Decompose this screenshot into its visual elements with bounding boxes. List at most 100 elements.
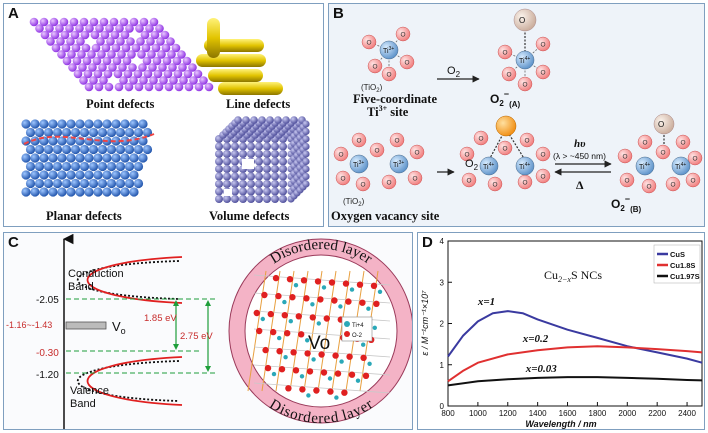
purple-atom bbox=[102, 56, 112, 66]
purple-atom bbox=[106, 37, 115, 46]
blue-atom bbox=[30, 153, 40, 163]
purple-atom bbox=[142, 56, 152, 66]
slate-atom bbox=[255, 157, 263, 166]
purple-atom bbox=[88, 63, 97, 72]
gold-rod bbox=[196, 54, 266, 67]
titanium-atom bbox=[361, 342, 366, 347]
titanium-atom bbox=[299, 374, 305, 379]
oxygen-atom-label: O bbox=[414, 150, 419, 157]
oxygen-atom bbox=[409, 144, 425, 160]
oxygen-atom bbox=[270, 328, 277, 336]
panel-d-label: D bbox=[422, 234, 433, 251]
slate-atom bbox=[239, 187, 247, 196]
lambda-label: (λ > ~450 nm) bbox=[553, 151, 606, 161]
titanium-atom-label: Ti4+ bbox=[519, 56, 530, 65]
purple-atom bbox=[104, 82, 114, 92]
purple-atom bbox=[89, 76, 98, 85]
slate-atom bbox=[231, 180, 239, 188]
tio2-label-b: (TiO2) bbox=[343, 197, 365, 208]
purple-atom bbox=[95, 24, 104, 33]
blue-atom bbox=[66, 136, 76, 146]
titanium-atom bbox=[671, 156, 691, 176]
purple-atom bbox=[145, 24, 154, 33]
superoxide-sphere-b bbox=[653, 113, 675, 135]
oxygen-atom bbox=[381, 66, 397, 82]
oxygen-atom bbox=[461, 172, 477, 188]
slate-atom bbox=[215, 172, 223, 181]
purple-atom bbox=[107, 50, 116, 59]
annotation-2: x=0.03 bbox=[525, 363, 558, 375]
blue-atom bbox=[84, 119, 94, 129]
blue-atom bbox=[25, 178, 36, 189]
hv-label: hυ bbox=[574, 138, 586, 150]
purple-atom bbox=[92, 56, 102, 66]
superoxide-sphere-a bbox=[513, 8, 537, 32]
purple-atom bbox=[125, 24, 134, 33]
purple-atom bbox=[182, 56, 192, 66]
oxygen-atom bbox=[367, 58, 383, 74]
oxygen-atom bbox=[345, 298, 352, 305]
purple-atom bbox=[154, 82, 164, 92]
caption-volume-defects: Volume defects bbox=[209, 209, 290, 223]
oxygen-atom-label: O bbox=[646, 184, 651, 191]
oxygen-atom bbox=[342, 280, 350, 287]
slate-atom-side bbox=[302, 150, 310, 158]
oxygen-atom-label: O bbox=[386, 72, 391, 79]
legend-ti-label: Ti+4 bbox=[352, 323, 364, 329]
titanium-charge: 3+ bbox=[389, 46, 395, 52]
oxygen-atom-label: O bbox=[540, 174, 545, 181]
blue-atom bbox=[30, 119, 40, 129]
purple-atom bbox=[149, 76, 158, 85]
oxygen-atom bbox=[262, 346, 269, 354]
slate-atom bbox=[247, 142, 255, 151]
legend-label-0: CuS bbox=[670, 250, 685, 259]
slate-atom bbox=[215, 195, 223, 203]
purple-atom bbox=[29, 17, 39, 27]
oxygen-atom-label: O bbox=[506, 72, 511, 79]
slate-atom bbox=[263, 157, 271, 166]
purple-atom bbox=[109, 17, 119, 27]
purple-atom bbox=[153, 69, 163, 79]
purple-atom bbox=[84, 82, 94, 92]
purple-atom bbox=[124, 82, 134, 92]
blue-atom bbox=[66, 153, 76, 163]
titanium-charge: 4+ bbox=[525, 56, 531, 62]
x-tick-label: 1800 bbox=[589, 409, 607, 418]
oxygen-atom bbox=[517, 76, 533, 92]
slate-atom bbox=[223, 165, 231, 173]
blue-atom bbox=[70, 144, 81, 155]
oxygen-atom bbox=[497, 140, 513, 156]
slate-atom bbox=[239, 150, 247, 158]
superoxide-sphere-b-label: O bbox=[658, 120, 664, 129]
blue-atom bbox=[93, 153, 103, 163]
oxygen-atom bbox=[370, 282, 378, 289]
purple-atom bbox=[148, 63, 157, 72]
superoxide-sphere-a-label: O bbox=[519, 16, 525, 25]
slate-atom bbox=[231, 150, 239, 158]
blue-atom bbox=[70, 178, 81, 189]
titanium-atom bbox=[288, 319, 293, 324]
slate-atom bbox=[263, 180, 271, 188]
blue-atom bbox=[21, 119, 31, 129]
blue-atom bbox=[93, 187, 103, 197]
oxygen-atom bbox=[655, 144, 671, 160]
blue-atom bbox=[84, 153, 94, 163]
purple-atom bbox=[163, 69, 173, 79]
conduction-band-dotted bbox=[76, 260, 180, 300]
purple-atom bbox=[134, 82, 144, 92]
titanium-charge: 4+ bbox=[681, 162, 687, 168]
annotation-1: x=0.2 bbox=[522, 333, 549, 345]
legend-label-2: Cu1.97S bbox=[670, 272, 700, 281]
y-tick-label: 3 bbox=[440, 278, 445, 287]
slate-atom bbox=[255, 195, 263, 203]
five-coordinate-label: Five-coordinate bbox=[353, 92, 437, 106]
slate-atom-top bbox=[242, 116, 250, 124]
superoxide-b-label: O2−(B) bbox=[611, 194, 642, 214]
purple-atom bbox=[140, 30, 150, 40]
blue-atom bbox=[21, 187, 31, 197]
oxygen-atom bbox=[381, 174, 397, 190]
